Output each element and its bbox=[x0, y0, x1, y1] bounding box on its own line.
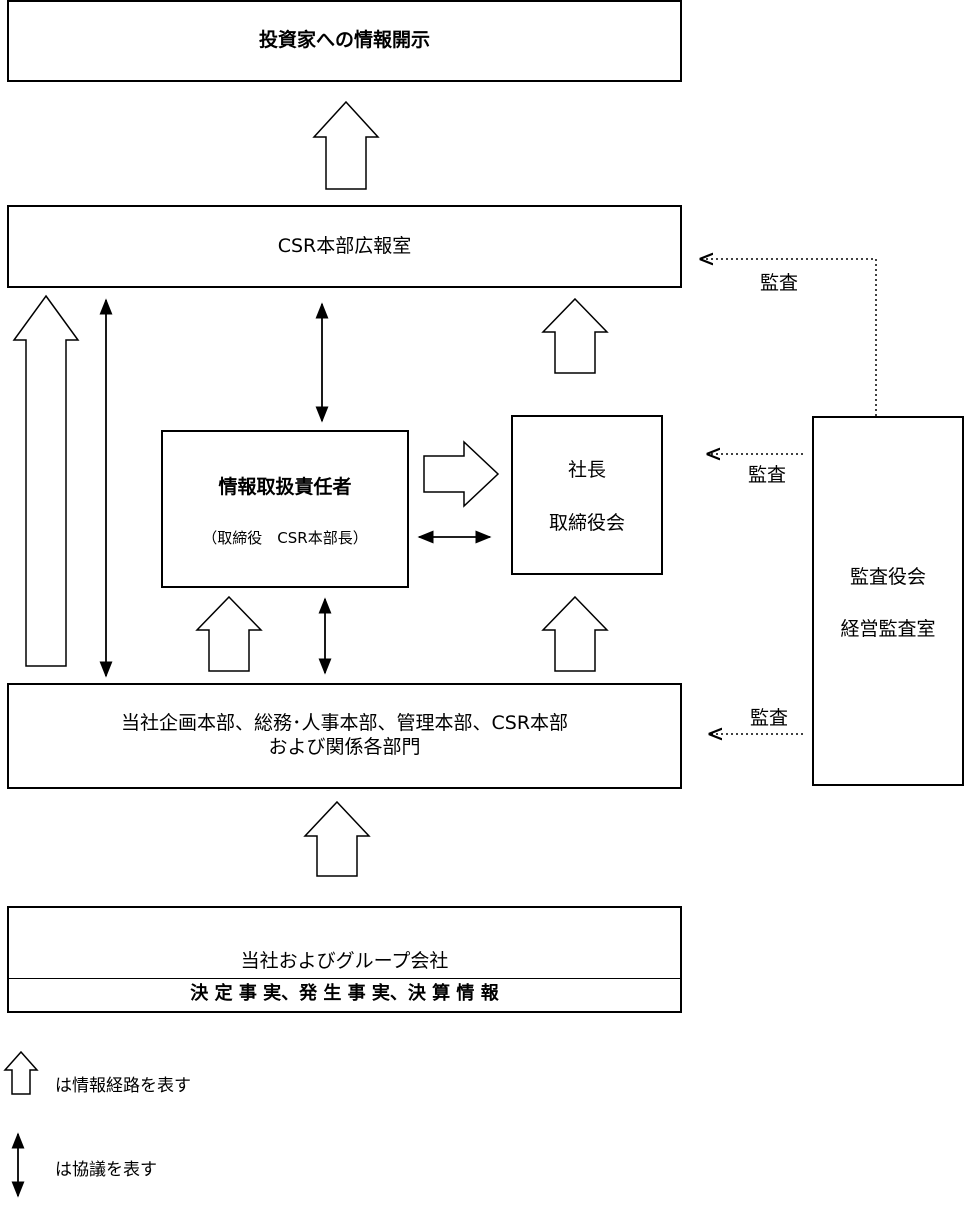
info-arrow-departments-to-officer bbox=[195, 595, 263, 672]
info-arrow-pr-to-investor bbox=[312, 100, 380, 190]
group-facts: 決 定 事 実、発 生 事 実、決 算 情 報 bbox=[190, 983, 499, 1004]
info-officer-title: 情報取扱責任者 bbox=[218, 476, 352, 498]
audit-label-pr: 監査 bbox=[760, 272, 799, 294]
president-label: 社長 bbox=[567, 459, 606, 481]
info-officer-subtitle: （取締役 CSR本部長） bbox=[202, 529, 368, 547]
info-arrow-president-to-pr bbox=[541, 297, 609, 374]
legend-consultation: は協議を表す bbox=[55, 1160, 157, 1180]
president-board-box: 社長 取締役会 bbox=[511, 415, 663, 575]
departments-line2: および関係各部門 bbox=[268, 736, 421, 758]
info-arrow-departments-to-president bbox=[541, 595, 609, 672]
info-arrow-officer-to-president bbox=[423, 440, 500, 508]
csr-pr-office-box: CSR本部広報室 bbox=[7, 205, 682, 288]
csr-pr-office-label: CSR本部広報室 bbox=[277, 234, 412, 257]
group-divider bbox=[9, 978, 680, 979]
audit-line-pr-office bbox=[701, 259, 877, 416]
info-officer-box: 情報取扱責任者 （取締役 CSR本部長） bbox=[161, 430, 409, 588]
audit-label-departments: 監査 bbox=[750, 707, 789, 729]
group-companies-box: 当社およびグループ会社 決 定 事 実、発 生 事 実、決 算 情 報 bbox=[7, 906, 682, 1013]
legend-info-arrow-icon bbox=[3, 1050, 39, 1095]
investor-disclosure-label: 投資家への情報開示 bbox=[258, 29, 430, 52]
departments-line1: 当社企画本部、総務･人事本部、管理本部、CSR本部 bbox=[120, 712, 569, 735]
management-audit-label: 経営監査室 bbox=[840, 618, 936, 640]
board-label: 取締役会 bbox=[548, 512, 625, 534]
departments-box: 当社企画本部、総務･人事本部、管理本部、CSR本部 および関係各部門 bbox=[7, 683, 682, 789]
audit-box: 監査役会 経営監査室 bbox=[812, 416, 964, 786]
legend-info-route: は情報経路を表す bbox=[55, 1076, 191, 1096]
info-arrow-departments-to-pr bbox=[12, 294, 80, 667]
audit-label-president: 監査 bbox=[748, 464, 787, 486]
group-companies-title: 当社およびグループ会社 bbox=[240, 950, 449, 972]
audit-board-label: 監査役会 bbox=[849, 566, 926, 588]
investor-disclosure-box: 投資家への情報開示 bbox=[7, 0, 682, 82]
info-arrow-group-to-departments bbox=[303, 800, 371, 877]
